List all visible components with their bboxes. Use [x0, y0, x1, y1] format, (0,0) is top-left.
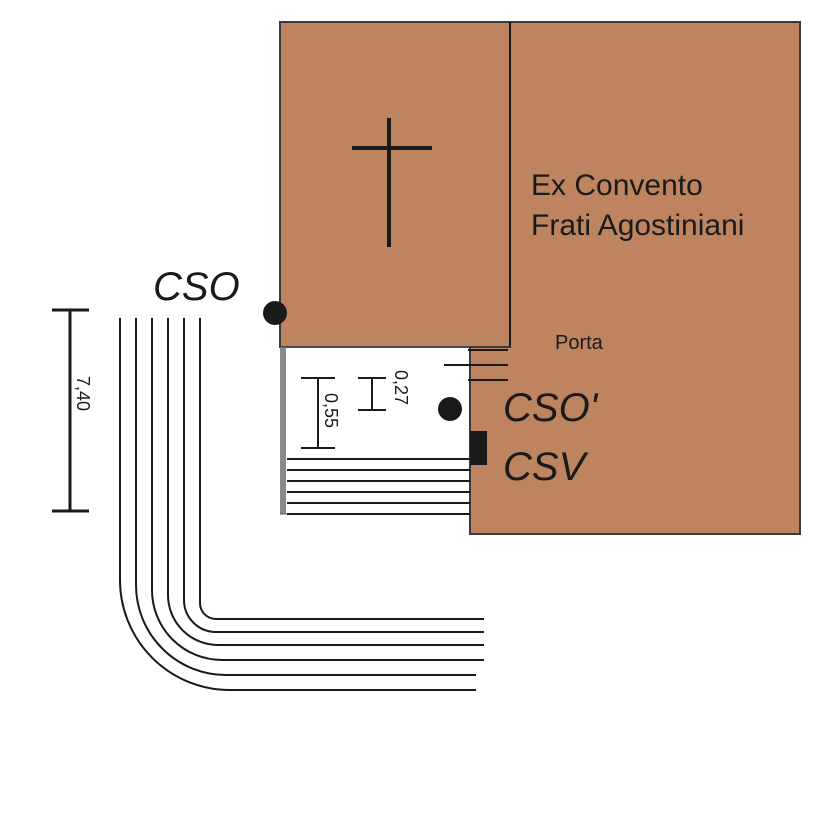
cross-icon	[352, 118, 432, 247]
dimension-740-label: 7,40	[73, 376, 93, 411]
building-name-line2: Frati Agostiniani	[531, 209, 744, 242]
door-label: Porta	[555, 332, 604, 354]
door-symbol	[444, 349, 508, 381]
cso-prime-point	[438, 397, 462, 421]
landing-area	[280, 346, 470, 515]
church-block	[279, 21, 511, 348]
csv-marker	[470, 431, 487, 465]
dimension-055-label: 0,55	[321, 393, 341, 428]
dimension-027-label: 0,27	[391, 370, 411, 405]
curved-staircase	[119, 318, 484, 691]
dimension-055	[301, 377, 335, 449]
cso-prime-label: CSO'	[503, 386, 599, 430]
dimension-740	[52, 308, 89, 513]
cso-point	[263, 301, 287, 325]
csv-label: CSV	[503, 445, 589, 489]
dimension-027	[358, 377, 386, 411]
landing-steps	[287, 458, 470, 515]
convent-building	[279, 21, 801, 535]
building-name-line1: Ex Convento	[531, 169, 703, 202]
cso-label: CSO	[153, 265, 240, 309]
